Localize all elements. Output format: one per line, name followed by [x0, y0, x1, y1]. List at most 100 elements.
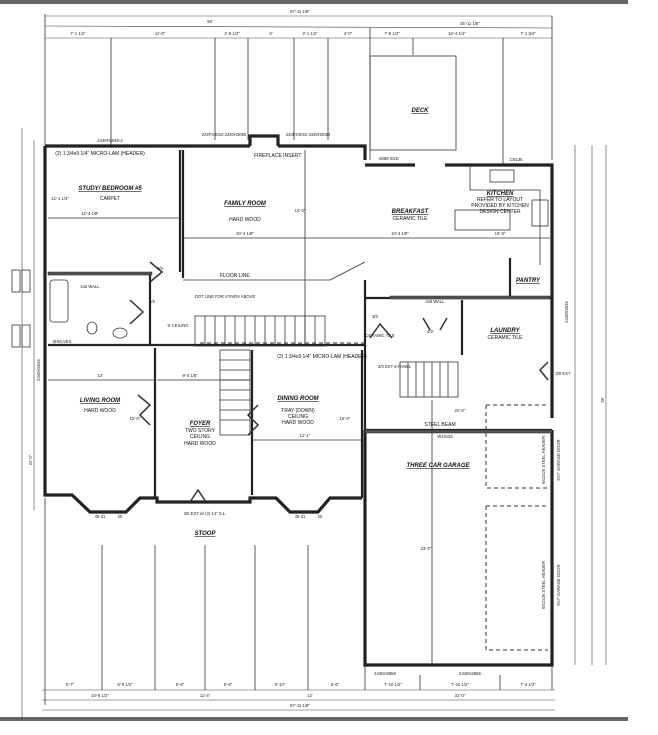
right-window: 2440H3046: [564, 301, 569, 323]
dim-garage-h: 23'-0": [421, 546, 432, 551]
door-label: 3/0: [372, 314, 378, 319]
room-finish: CARPET: [100, 196, 120, 202]
header-note: (2) 1 3/4x9 1/4" MICRO-LAM (HEADER): [277, 354, 367, 360]
door-label: 2/6: [149, 299, 155, 304]
room-finish: CERAMIC TILE: [393, 216, 429, 222]
dim-seg: 3'-1 1/2": [302, 31, 318, 36]
dim-study-h: 12'-1 1/4": [51, 196, 69, 201]
exterior-wall: [43, 144, 554, 667]
ext-door-right-label: 3/0 EXT: [555, 371, 571, 376]
room-name-pantry: PANTRY: [516, 278, 541, 284]
garage-header-1-label: W12x26 STEEL HEADER: [541, 436, 546, 484]
hatched-walls: [47, 271, 553, 434]
room-name-kitchen: KITCHEN: [487, 191, 514, 197]
dim-seg: 7'-1 3/4": [520, 31, 536, 36]
living-window: 2440H3046: [36, 359, 41, 381]
fireplace: [248, 134, 280, 146]
dim-overall-bottom: 97'-11 1/8": [290, 703, 310, 708]
kitchen-window: CN135: [509, 157, 523, 162]
steel-beam-label: STEEL BEAM: [424, 422, 455, 428]
dim-breakfast-w: 10'-4 1/8": [391, 231, 409, 236]
foyer-note: CEILING: [190, 434, 210, 440]
top-border: [0, 0, 628, 4]
dim-right-overall: 35': [600, 397, 605, 403]
dim-group: 10'-8 1/2": [91, 693, 109, 698]
bay-window-right-suffix: 20: [318, 514, 323, 519]
dim-living-h: 15'-0": [130, 416, 141, 421]
dim-seg: 5'-7": [66, 682, 75, 687]
room-name-living: LIVING ROOM: [80, 398, 121, 404]
dim-left: 22'-0": [28, 454, 33, 465]
garage-door-2-label: 9'x7' GARAGE DOOR: [556, 564, 561, 605]
garage-header-2-label: W12x26 STEEL HEADER: [541, 561, 546, 609]
wall-label: 3x6 WALL: [425, 299, 445, 304]
room-finish: HARD WOOD: [282, 420, 314, 426]
ceramic-tile-label: CERAMIC TILE: [365, 333, 394, 338]
garage-window-2: 2440H2856: [459, 671, 481, 676]
window-study: 2440H3046-2: [97, 138, 123, 143]
stairs: [194, 315, 459, 436]
dim-dining-h: 15'-0": [340, 416, 351, 421]
front-door-label: 3/0 EXT w/ (2) 14" S.L.: [184, 511, 227, 516]
doors: [129, 261, 549, 503]
dim-group: 12': [307, 693, 313, 698]
dim-family-h: 14'-0": [295, 208, 306, 213]
dim-seg: 5'-8": [224, 682, 233, 687]
dim-seg: 7'-4 1/2": [520, 682, 536, 687]
room-finish: HARD WOOD: [184, 441, 216, 447]
room-finish: HARD WOOD: [229, 217, 261, 223]
room-name-family: FAMILY ROOM: [224, 201, 267, 207]
dim-seg: 2'-6 1/2": [224, 31, 240, 36]
dim-study-w: 12'-4 1/8": [81, 211, 99, 216]
sink: [112, 327, 128, 339]
kitchen-note: PROVIDED BY KITCHEN: [471, 203, 529, 209]
foyer-note: TWO STORY: [185, 428, 216, 434]
garage-door-1-label: 9'x7' GARAGE DOOR: [556, 439, 561, 480]
dim-group: 31'-0": [455, 693, 466, 698]
bottom-dimensions: 5'-7" 5'-9 1/2" 5'-8" 5'-8" 5'-10" 5'-6"…: [42, 498, 555, 711]
dim-seg: 5'-8": [176, 682, 185, 687]
dim-garage-w: 22'-0": [455, 408, 466, 413]
header-note: (2) 1 3/4x9 1/4" MICRO-LAM (HEADER): [55, 151, 145, 157]
floor-line-label: FLOOR LINE: [220, 273, 250, 279]
dim-family-w: 20'-4 1/8": [236, 231, 254, 236]
dim-seg: 7'-6 1/2": [384, 31, 400, 36]
kitchen-note: DESIGN CENTER: [479, 209, 521, 215]
dim-overall-top: 97'-11 1/8": [290, 9, 310, 14]
beam-size-label: W10x26: [437, 434, 453, 439]
door-label: 3/0: [157, 266, 163, 271]
dim-left-top: 50': [207, 19, 213, 24]
garage-window-1: 2440H2856: [374, 671, 396, 676]
wall-2x6-label: 2x6 WALL: [80, 284, 100, 289]
bay-window-left: 45-31: [95, 514, 106, 519]
room-name-stoop: STOOP: [195, 531, 217, 537]
dim-seg: 11'-0": [155, 31, 166, 36]
room-name-study: STUDY/ BEDROOM #5: [78, 186, 142, 192]
bay-window-left-suffix: 20: [118, 514, 123, 519]
slider-door: 6068 SGD: [379, 156, 399, 161]
room-name-dining: DINING ROOM: [277, 396, 319, 402]
fireplace-label: FIREPLACE INSERT: [254, 153, 301, 159]
dim-seg: 8': [269, 31, 272, 36]
stairs-line-label: DOT LINE FOR STAIRS ABOVE: [195, 294, 256, 299]
kitchen-island: [454, 209, 511, 231]
dim-right-top: 35'-11 1/8": [460, 21, 480, 26]
dining-note: TRAY (DOWN): [281, 408, 315, 414]
dim-seg: 7'-10 1/2": [451, 682, 469, 687]
dim-kitchen-w: 10'-8": [495, 231, 506, 236]
dim-seg: 5'-10": [275, 682, 286, 687]
room-finish: CERAMIC TILE: [488, 335, 524, 341]
dim-seg: 5'-6": [331, 682, 340, 687]
dining-note: CEILING: [288, 414, 308, 420]
toilet: [86, 321, 98, 335]
ext-door-label: 3/0 EXT 6-PANEL: [378, 364, 412, 369]
bay-window-right: 45-31: [295, 514, 306, 519]
room-name-garage: THREE CAR GARAGE: [406, 463, 470, 469]
dim-seg: 7'-1 1/2": [70, 31, 86, 36]
dim-dining-w: 12'-1": [300, 433, 311, 438]
room-name-laundry: LAUNDRY: [490, 328, 520, 334]
room-name-foyer: FOYER: [190, 421, 211, 427]
dim-seg: 7'-10 1/2": [384, 682, 402, 687]
left-windows: [11, 128, 35, 720]
